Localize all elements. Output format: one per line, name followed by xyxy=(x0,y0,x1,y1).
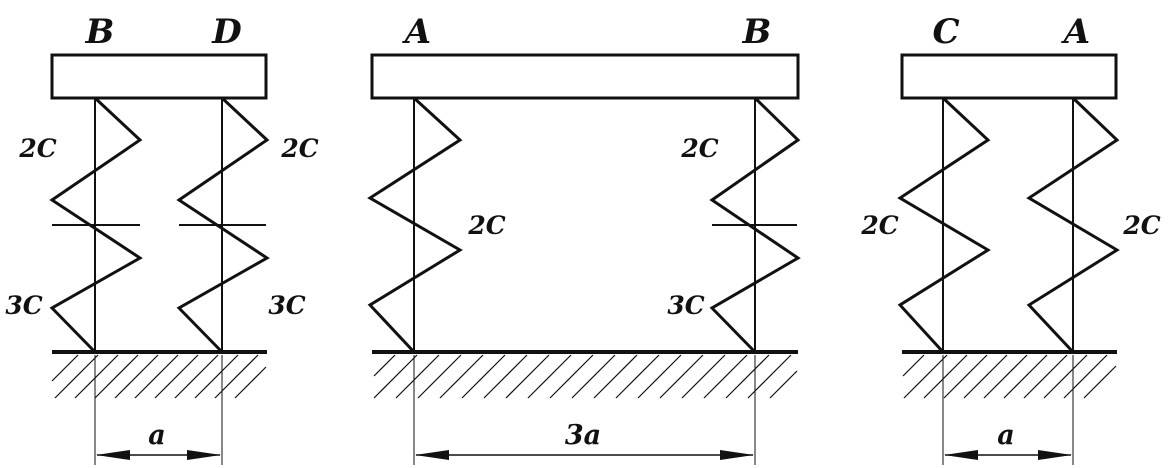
spring-right-zigzag xyxy=(709,96,801,354)
spring-left-zigzag xyxy=(367,96,463,354)
dimension-arrow-left xyxy=(944,450,978,460)
rigid-beam xyxy=(50,53,268,100)
ground-hatching xyxy=(902,354,1117,399)
point-label-left: C xyxy=(932,12,959,52)
dimension-label: 3a xyxy=(565,420,601,451)
dimension-label: a xyxy=(997,420,1015,451)
figure-2: A B 2C 2C 3C xyxy=(367,12,801,465)
dimension-arrow-right xyxy=(187,450,221,460)
rigid-beam xyxy=(900,53,1118,100)
spring-label-right-upper: 2C xyxy=(680,134,718,163)
dimension-arrow-right xyxy=(1038,450,1072,460)
dimension-arrow-left xyxy=(415,450,449,460)
rigid-beam xyxy=(370,53,800,100)
point-label-right: B xyxy=(742,12,772,52)
spring-label-right-upper: 2C xyxy=(280,134,318,163)
point-label-right: A xyxy=(1061,12,1090,52)
figure-3: C A 2C 2C a xyxy=(860,12,1161,465)
spring-left-zigzag xyxy=(49,96,143,354)
point-label-left: B xyxy=(85,12,115,52)
spring-label-left: 2C xyxy=(467,211,505,240)
spring-label-left: 2C xyxy=(860,211,898,240)
ground-hatching xyxy=(51,354,267,399)
dimension-arrow-left xyxy=(96,450,130,460)
point-label-right: D xyxy=(211,12,242,52)
spring-right-zigzag xyxy=(176,96,270,354)
figure-1: B D 2C 3C 2C 3C xyxy=(5,12,319,465)
spring-label-left-lower: 3C xyxy=(5,291,42,320)
spring-right-zigzag xyxy=(1026,96,1120,354)
spring-label-right: 2C xyxy=(1122,211,1160,240)
spring-left-zigzag xyxy=(897,96,991,354)
spring-label-right-lower: 3C xyxy=(667,291,704,320)
dimension-label: a xyxy=(148,420,166,451)
point-label-left: A xyxy=(402,12,431,52)
spring-label-left-upper: 2C xyxy=(18,134,56,163)
dimension-arrow-right xyxy=(720,450,754,460)
spring-label-right-lower: 3C xyxy=(268,291,305,320)
ground-hatching xyxy=(373,354,798,399)
